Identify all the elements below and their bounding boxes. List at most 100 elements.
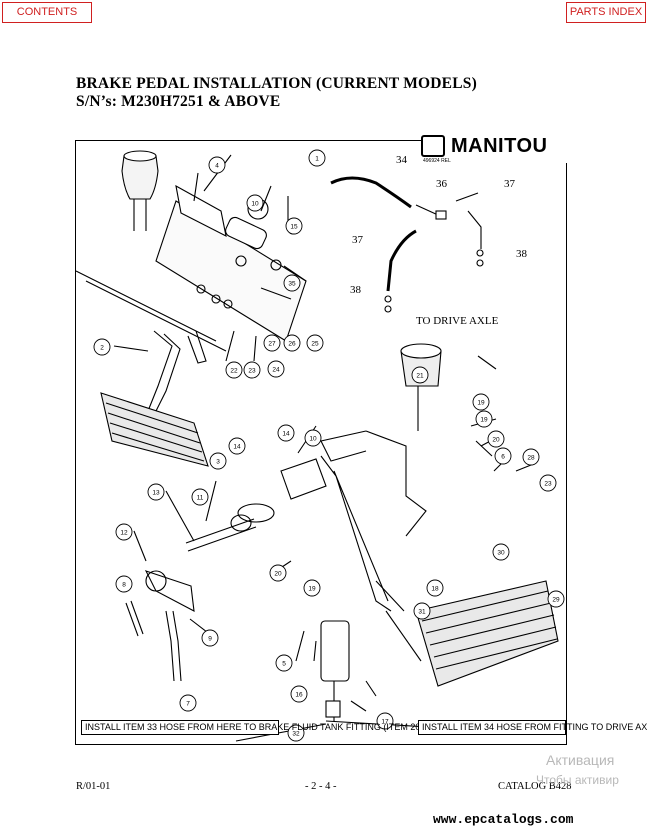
- note-hose-34: INSTALL ITEM 34 HOSE FROM FITTING TO DRI…: [418, 720, 647, 735]
- svg-text:20: 20: [492, 437, 500, 444]
- svg-text:10: 10: [309, 436, 317, 443]
- page-number: - 2 - 4 -: [305, 781, 337, 792]
- callout-5: 5: [275, 654, 293, 672]
- callout-10: 10: [304, 429, 322, 447]
- callout-21: 21: [411, 366, 429, 384]
- callout-15: 15: [285, 217, 303, 235]
- svg-text:12: 12: [120, 530, 128, 537]
- note-hose-33: INSTALL ITEM 33 HOSE FROM HERE TO BRAKE …: [81, 720, 426, 735]
- svg-text:4: 4: [215, 163, 219, 170]
- callout-23: 23: [243, 361, 261, 379]
- callout-29: 29: [547, 590, 565, 608]
- svg-text:17: 17: [381, 719, 389, 726]
- svg-text:11: 11: [197, 495, 204, 502]
- label-34: 34: [396, 154, 408, 166]
- svg-text:27: 27: [268, 341, 276, 348]
- svg-text:8: 8: [122, 582, 126, 589]
- callout-30: 30: [492, 543, 510, 561]
- svg-text:9: 9: [208, 636, 212, 643]
- callout-19: 19: [303, 579, 321, 597]
- callout-16: 16: [290, 685, 308, 703]
- svg-text:15: 15: [290, 224, 298, 231]
- callout-25: 25: [306, 334, 324, 352]
- callout-27: 27: [263, 334, 281, 352]
- callout-32: 32: [287, 724, 305, 742]
- callout-13: 13: [147, 483, 165, 501]
- contents-button[interactable]: CONTENTS: [2, 2, 92, 23]
- svg-text:31: 31: [418, 609, 426, 616]
- page-title: BRAKE PEDAL INSTALLATION (CURRENT MODELS…: [76, 75, 477, 92]
- callout-12: 12: [115, 523, 133, 541]
- callout-14: 14: [228, 437, 246, 455]
- label-37b: 37: [352, 234, 364, 246]
- callout-24: 24: [267, 360, 285, 378]
- svg-text:2: 2: [100, 345, 104, 352]
- svg-text:1: 1: [315, 156, 319, 163]
- callout-20: 20: [487, 430, 505, 448]
- catalog-number: CATALOG B428: [498, 781, 572, 792]
- svg-text:14: 14: [282, 431, 290, 438]
- callout-35: 35: [283, 274, 301, 292]
- svg-text:30: 30: [497, 550, 505, 557]
- svg-text:16: 16: [295, 692, 303, 699]
- callout-14: 14: [277, 424, 295, 442]
- callout-17: 17: [376, 712, 394, 730]
- svg-text:25: 25: [311, 341, 319, 348]
- drive-axle-label: TO DRIVE AXLE: [416, 315, 499, 327]
- callout-9: 9: [201, 629, 219, 647]
- svg-text:20: 20: [274, 571, 282, 578]
- svg-text:21: 21: [416, 373, 424, 380]
- label-38a: 38: [516, 248, 528, 260]
- svg-text:7: 7: [186, 701, 190, 708]
- label-36: 36: [436, 178, 448, 190]
- svg-text:3: 3: [216, 459, 220, 466]
- callout-19: 19: [475, 410, 493, 428]
- callout-20: 20: [269, 564, 287, 582]
- svg-text:5: 5: [282, 661, 286, 668]
- svg-text:6: 6: [501, 454, 505, 461]
- svg-text:22: 22: [230, 368, 238, 375]
- callout-6: 6: [494, 447, 512, 465]
- revision-date: R/01-01: [76, 781, 111, 792]
- callout-2: 2: [93, 338, 111, 356]
- callout-22: 22: [225, 361, 243, 379]
- callout-10: 10: [246, 194, 264, 212]
- logo-ref: 496924 REL: [423, 158, 451, 164]
- label-38b: 38: [350, 284, 362, 296]
- svg-text:13: 13: [152, 490, 160, 497]
- manitou-logo: MANITOU 496924 REL: [421, 135, 571, 164]
- manitou-logo-icon: [421, 135, 445, 157]
- activation-watermark: Активация: [546, 752, 615, 768]
- svg-text:14: 14: [233, 444, 241, 451]
- callout-23: 23: [539, 474, 557, 492]
- callout-19: 19: [472, 393, 490, 411]
- svg-text:18: 18: [431, 586, 439, 593]
- svg-text:32: 32: [292, 731, 300, 738]
- serial-range: S/N’s: M230H7251 & ABOVE: [76, 93, 281, 110]
- callout-1: 1: [308, 149, 326, 167]
- callout-26: 26: [283, 334, 301, 352]
- svg-text:19: 19: [477, 400, 485, 407]
- callout-balloons: 1234567891011121314151617181919192020212…: [93, 149, 565, 742]
- svg-text:23: 23: [544, 481, 552, 488]
- callout-7: 7: [179, 694, 197, 712]
- callout-11: 11: [191, 488, 209, 506]
- callout-18: 18: [426, 579, 444, 597]
- svg-text:10: 10: [251, 201, 259, 208]
- label-37a: 37: [504, 178, 516, 190]
- svg-text:24: 24: [272, 367, 280, 374]
- svg-text:28: 28: [527, 455, 535, 462]
- site-url[interactable]: www.epcatalogs.com: [433, 812, 574, 827]
- diagram-artwork: 1234567891011121314151617181919192020212…: [76, 149, 565, 742]
- callout-3: 3: [209, 452, 227, 470]
- svg-text:23: 23: [248, 368, 256, 375]
- callout-4: 4: [208, 156, 226, 174]
- callout-28: 28: [522, 448, 540, 466]
- svg-text:26: 26: [288, 341, 296, 348]
- svg-text:29: 29: [552, 597, 560, 604]
- brand-name: MANITOU: [451, 135, 548, 157]
- svg-text:35: 35: [288, 281, 296, 288]
- parts-index-button[interactable]: PARTS INDEX: [566, 2, 646, 23]
- callout-31: 31: [413, 602, 431, 620]
